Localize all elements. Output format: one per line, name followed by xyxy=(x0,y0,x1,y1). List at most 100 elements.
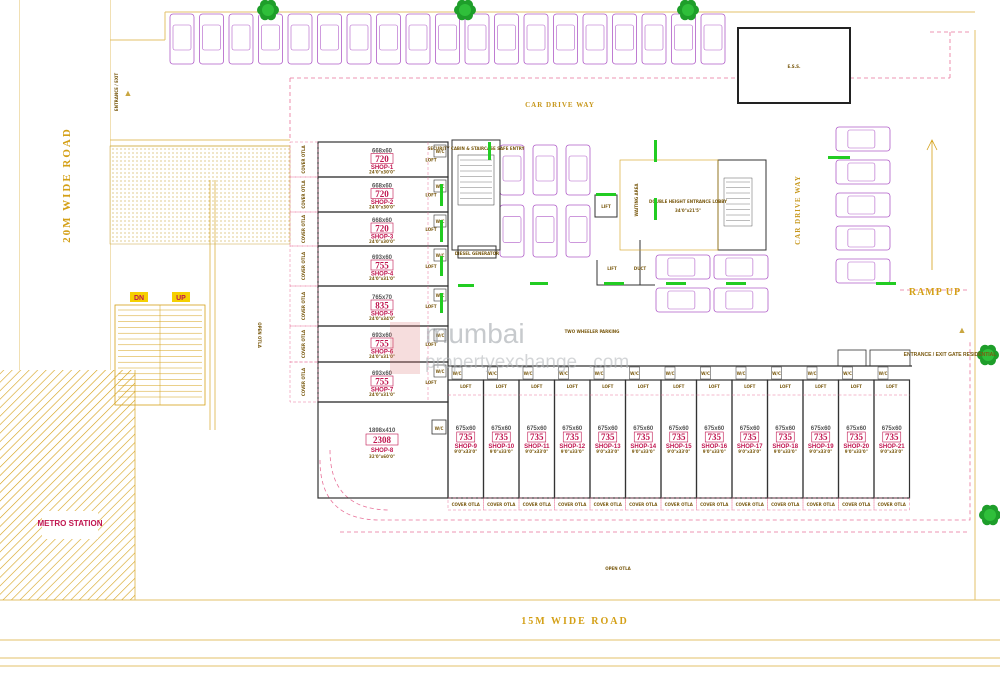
cover-otla-label: COVER OTLA xyxy=(301,214,306,243)
wc-label: W/C xyxy=(808,371,817,376)
loft-label: LOFT xyxy=(425,264,437,269)
top-car-parking-row xyxy=(169,13,726,65)
shop-area: 735 xyxy=(885,432,899,442)
green-marker xyxy=(488,142,491,160)
shop-area: 735 xyxy=(637,432,651,442)
car-icon xyxy=(532,204,558,258)
central-car-parking xyxy=(499,144,769,313)
shop-name: SHOP-9 xyxy=(455,444,478,450)
staircase-dn-up: DN UP xyxy=(114,292,206,406)
loft-label: LOFT xyxy=(496,384,508,389)
lobby-dim-label: 34'0"x21'5" xyxy=(675,208,701,213)
shop-size: 9'0"x33'0" xyxy=(454,449,477,454)
road-west xyxy=(20,0,110,370)
car-icon xyxy=(671,13,696,65)
shop-name: SHOP-2 xyxy=(371,200,394,206)
ess-room xyxy=(737,27,851,104)
waiting-area-label: WAITING AREA xyxy=(634,183,639,217)
cover-otla-label: COVER OTLA xyxy=(736,502,765,507)
wc-label: W/C xyxy=(595,371,604,376)
loft-label: LOFT xyxy=(425,158,437,163)
entrance-exit-top-label: ENTRANCE / EXIT xyxy=(114,73,119,112)
shop-area: 835 xyxy=(375,301,389,311)
shop-name: SHOP-15 xyxy=(666,444,692,450)
car-icon xyxy=(612,13,637,65)
loft-label: LOFT xyxy=(780,384,792,389)
car-icon xyxy=(532,144,558,196)
shop-area: 735 xyxy=(779,432,793,442)
shop-size: 24'0"x34'0" xyxy=(369,316,395,321)
shop-area: 735 xyxy=(601,432,615,442)
shop-name: SHOP-13 xyxy=(595,444,621,450)
car-icon xyxy=(405,13,431,65)
shop-area: 735 xyxy=(850,432,864,442)
driveway-boundary xyxy=(289,31,971,533)
car-icon xyxy=(641,13,667,65)
shop-dim: 675x60 xyxy=(456,426,477,432)
shop-name: SHOP-10 xyxy=(488,444,514,450)
loft-label: LOFT xyxy=(567,384,579,389)
wc-label: W/C xyxy=(436,149,445,154)
car-icon xyxy=(317,13,342,65)
ess-label: E.S.S. xyxy=(787,64,801,69)
shop-dim: 675x60 xyxy=(882,426,903,432)
car-icon xyxy=(582,13,608,65)
car-icon xyxy=(228,13,254,65)
entrance-arrow-icon: ▲ xyxy=(124,88,133,98)
entrance-exit-gate-label: ENTRANCE / EXIT GATE RESIDENTIAL xyxy=(904,352,997,358)
car-icon xyxy=(258,13,283,65)
shop-size: 24'0"x30'0" xyxy=(369,239,395,244)
shop-name: SHOP-20 xyxy=(843,444,869,450)
shop-dim: 675x60 xyxy=(846,426,867,432)
big-shop-dim: 1898x410 xyxy=(369,428,396,434)
car-icon xyxy=(835,192,891,218)
loft-label: LOFT xyxy=(425,380,437,385)
car-icon xyxy=(835,258,891,284)
cover-otla-label: COVER OTLA xyxy=(487,502,516,507)
loft-label: LOFT xyxy=(886,384,898,389)
shop-size: 24'0"x30'0" xyxy=(369,205,395,210)
loft-label: LOFT xyxy=(673,384,685,389)
loft-label: LOFT xyxy=(744,384,756,389)
shop-size: 24'0"x31'0" xyxy=(369,276,395,281)
shop-size: 24'0"x31'0" xyxy=(369,354,395,359)
wc-label: W/C xyxy=(436,253,445,258)
shop-size: 24'0"x30'0" xyxy=(369,170,395,175)
car-icon xyxy=(494,13,519,65)
car-icon xyxy=(523,13,549,65)
road-west-label: 20M WIDE ROAD xyxy=(61,127,73,243)
car-drive-way-top-label: CAR DRIVE WAY xyxy=(525,101,595,109)
shop-name: SHOP-6 xyxy=(371,350,394,356)
green-marker xyxy=(440,184,443,206)
car-icon xyxy=(565,144,591,196)
cover-otla-label: COVER OTLA xyxy=(558,502,587,507)
lift-label-2: LIFT xyxy=(607,266,617,271)
shop-dim: 693x60 xyxy=(372,333,393,339)
cover-otla-label: COVER OTLA xyxy=(452,502,481,507)
trees xyxy=(257,0,1000,526)
lift-label-1: LIFT xyxy=(601,204,611,209)
metro-station-label-box xyxy=(42,511,98,539)
cover-otla-label: COVER OTLA xyxy=(807,502,836,507)
car-icon xyxy=(835,126,891,152)
car-icon xyxy=(565,204,591,258)
shop-name: SHOP-14 xyxy=(630,444,656,450)
shop-dim: 668x60 xyxy=(372,149,393,155)
shop-area: 735 xyxy=(743,432,757,442)
wc-label: W/C xyxy=(879,371,888,376)
open-otla-bottom-label: OPEN OTLA xyxy=(605,566,631,571)
wc-label: W/C xyxy=(453,371,462,376)
car-icon xyxy=(464,13,490,65)
loft-label: LOFT xyxy=(531,384,543,389)
